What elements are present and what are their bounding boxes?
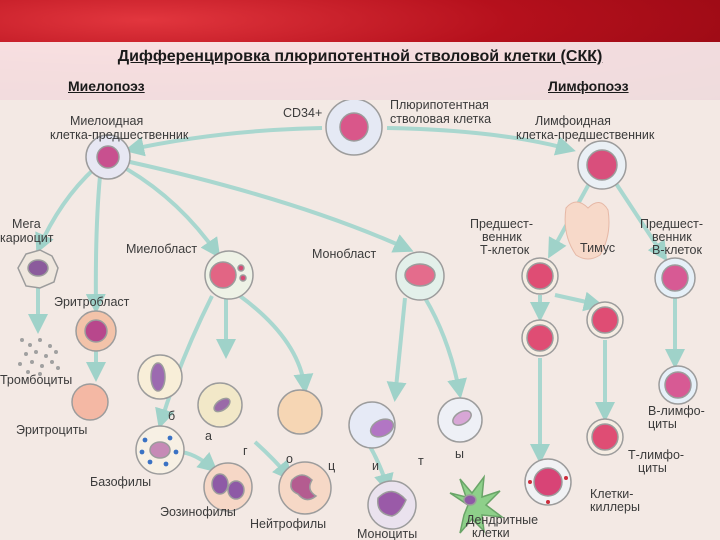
label-stem-1: Плюрипотентная: [390, 100, 489, 112]
metamyelocyte-cell: [277, 389, 323, 435]
arrow-myeloblast-basophil: [155, 295, 214, 429]
label-b-precursor-3: В-клеток: [652, 243, 702, 257]
label-killers-2: киллеры: [590, 500, 640, 514]
label-thymus: Тимус: [580, 241, 615, 255]
arrow-monoblast-dendritic: [423, 296, 467, 399]
dendritic-cell: [449, 474, 505, 534]
diagram-canvas: CD34+ Плюрипотентная стволовая клетка Ми…: [0, 100, 705, 540]
arrow-myeloid-erythroblast: [85, 175, 106, 314]
title-strip: [0, 42, 720, 100]
label-monocytes: Моноциты: [357, 527, 417, 540]
platelets-cluster: [18, 338, 60, 376]
myelopoiesis-heading: Миелопоэз: [68, 78, 145, 94]
arrow-lymphoid-b: [613, 180, 668, 262]
letter-g: г: [243, 444, 248, 458]
lymphopoiesis-heading: Лимфопоэз: [548, 78, 629, 94]
erythrocyte-cell: [71, 383, 109, 421]
label-lymphoid-2: клетка-предшественник: [516, 128, 655, 142]
letter-o: о: [286, 452, 293, 466]
label-basophils: Базофилы: [90, 475, 151, 489]
stem-nucleus: [339, 112, 369, 142]
label-stem-2: стволовая клетка: [390, 112, 491, 126]
arrow-myeloid-monoblast: [129, 160, 414, 253]
cell-labels: CD34+ Плюрипотентная стволовая клетка Ми…: [0, 100, 705, 540]
letter-i: и: [372, 459, 379, 473]
label-b-precursor-1: Предшест-: [640, 217, 703, 231]
label-t-lymph-1: Т-лимфо-: [628, 448, 684, 462]
label-dendritic-1: Дендритные: [466, 513, 538, 527]
label-erythroblast: Эритробласт: [54, 295, 130, 309]
label-neutrophils: Нейтрофилы: [250, 517, 326, 531]
page-title: Дифференцировка плюрипотентной стволовой…: [117, 48, 603, 65]
arrow-myeloblast-neutrophil: [238, 294, 314, 394]
label-erythrocytes: Эритроциты: [16, 423, 87, 437]
label-t-precursor-3: Т-клеток: [480, 243, 530, 257]
arrow-t-t3: [554, 291, 604, 312]
label-platelets: Тромбоциты: [0, 373, 72, 387]
letter-t: т: [418, 454, 424, 468]
letter-ts: ц: [328, 459, 335, 473]
letter-b: б: [168, 409, 175, 423]
label-myeloid-2: клетка-предшественник: [50, 128, 189, 142]
label-megakaryocyte-2: кариоцит: [0, 231, 54, 245]
letter-y: ы: [455, 447, 464, 461]
arrow-myeloid-myeloblast: [123, 166, 221, 259]
cells: [17, 100, 698, 534]
label-killers-1: Клетки-: [590, 487, 633, 501]
label-b-lymph-2: циты: [648, 417, 677, 431]
label-t-precursor-2: венник: [482, 230, 522, 244]
label-cd34: CD34+: [283, 106, 322, 120]
arrow-stem-myeloid: [124, 126, 323, 157]
thymus-shape: [564, 201, 610, 260]
label-b-lymph-1: В-лимфо-: [648, 404, 705, 418]
label-b-precursor-2: венник: [652, 230, 692, 244]
label-monoblast: Монобласт: [312, 247, 376, 261]
label-lymphoid-1: Лимфоидная: [535, 114, 611, 128]
label-t-lymph-2: циты: [638, 461, 667, 475]
letter-a: а: [205, 429, 212, 443]
label-megakaryocyte-1: Мега: [12, 217, 41, 231]
arrow-myeloid-megakaryocyte: [35, 166, 97, 254]
hematopoiesis-diagram: CD34+ Плюрипотентная стволовая клетка Ми…: [0, 100, 720, 540]
label-myeloid-1: Миелоидная: [70, 114, 143, 128]
label-t-precursor-1: Предшест-: [470, 217, 533, 231]
arrow-monoblast-monocyte: [386, 297, 407, 402]
label-myeloblast: Миелобласт: [126, 242, 197, 256]
label-eosinophils: Эозинофилы: [160, 505, 236, 519]
arrow-stem-lymphoid: [386, 126, 576, 156]
label-dendritic-2: клетки: [472, 526, 510, 540]
